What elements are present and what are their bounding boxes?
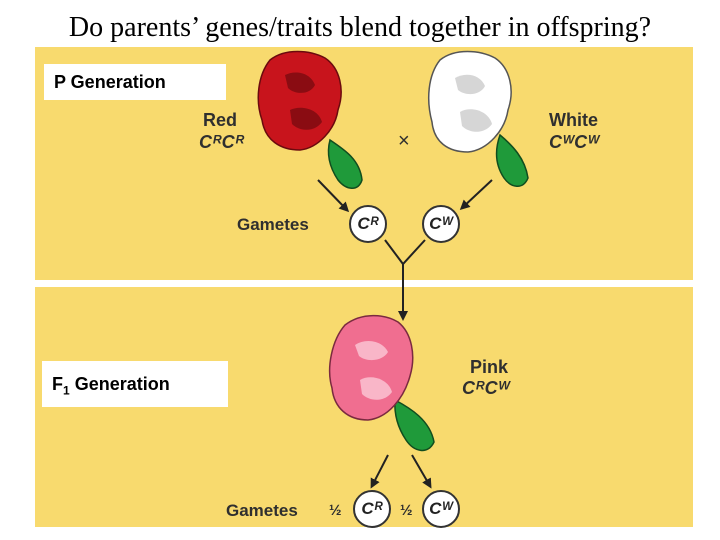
p-gametes-label: Gametes [237, 215, 309, 235]
pink-flower [330, 316, 434, 451]
arrow-white-to-gamete [462, 180, 492, 208]
arrow-f1-to-gamete-white [412, 455, 430, 486]
red-parent-genotype: CᴿCᴿ [199, 132, 244, 153]
white-parent-genotype: CᵂCᵂ [549, 132, 599, 153]
gamete-join-lines [385, 240, 425, 264]
gamete-white-circle: Cᵂ [422, 205, 460, 243]
red-parent-label: Red [203, 110, 237, 131]
pink-offspring-genotype: CᴿCᵂ [462, 378, 510, 399]
fraction-red: ½ [329, 502, 342, 519]
white-flower [429, 52, 528, 187]
f1-gamete-white-circle: Cᵂ [422, 490, 460, 528]
gamete-red-circle: Cᴿ [349, 205, 387, 243]
pink-offspring-label: Pink [470, 357, 508, 378]
f1-gamete-red-circle: Cᴿ [353, 490, 391, 528]
arrow-f1-to-gamete-red [372, 455, 388, 486]
fraction-white: ½ [400, 502, 413, 519]
red-flower [258, 52, 362, 189]
white-parent-label: White [549, 110, 598, 131]
cross-symbol: × [398, 130, 410, 153]
f1-gametes-label: Gametes [226, 501, 298, 521]
